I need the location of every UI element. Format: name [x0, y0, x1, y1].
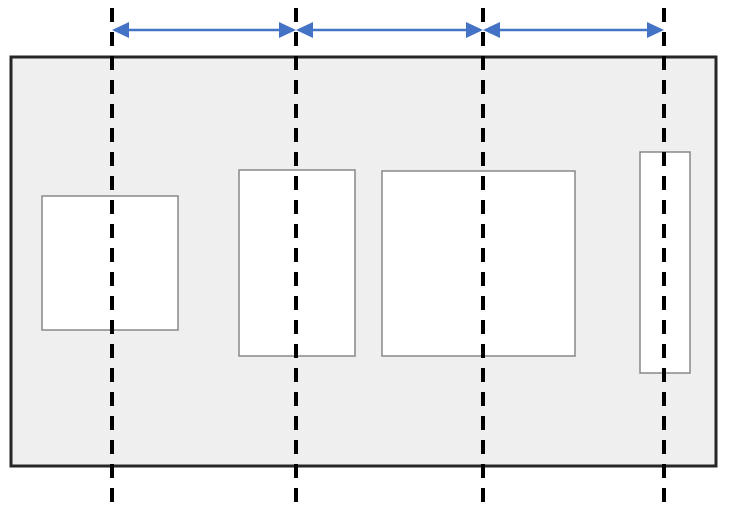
cavity-3	[381, 170, 576, 357]
dimension-arrow-3	[483, 22, 664, 38]
dimension-arrow-1-head-right	[279, 22, 296, 38]
dimension-arrow-2	[296, 22, 483, 38]
station-line-group	[110, 8, 666, 505]
dimension-arrow-1-head-left	[112, 22, 129, 38]
dimension-arrow-3-head-left	[483, 22, 500, 38]
dimension-arrow-1	[112, 22, 296, 38]
dimension-arrow-2-head-right	[466, 22, 483, 38]
dimension-arrow-2-head-left	[296, 22, 313, 38]
dimension-arrow-group	[112, 22, 664, 38]
cavity-group	[41, 151, 691, 374]
dimension-arrow-3-head-right	[647, 22, 664, 38]
